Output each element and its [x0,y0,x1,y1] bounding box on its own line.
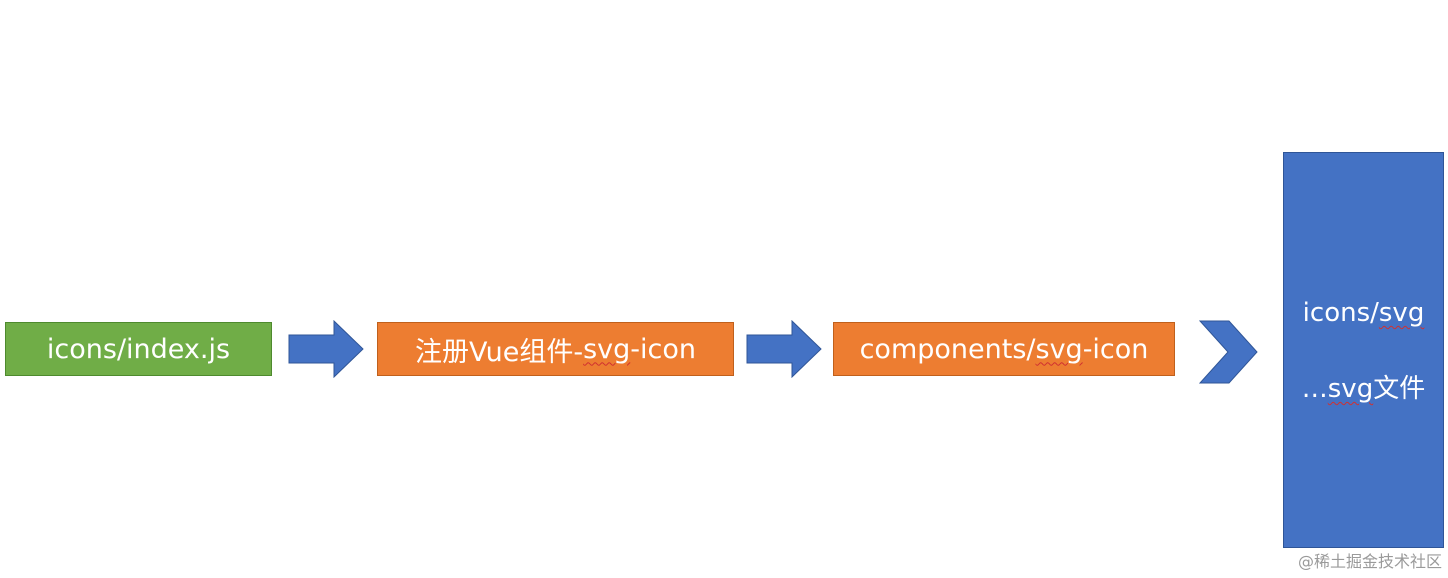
arrow-shape [746,320,822,378]
node-folder-line2-suffix: 文件 [1373,374,1426,404]
node-register-label-prefix: 注册Vue组件- [414,336,584,368]
node-icons-index-js-label: icons/index.js [46,333,231,365]
arrow-index-to-register-icon [288,320,364,378]
node-components-label-suffix: -icon [1082,333,1149,365]
node-folder-line1-svg: svg [1378,298,1425,328]
node-register-label-svg: svg [583,333,631,365]
node-components-label-prefix: components/ [859,333,1036,365]
arrow-shape [288,320,364,378]
node-folder-line2-svg: svg [1327,374,1374,404]
arrow-register-to-components-icon [746,320,822,378]
node-folder-line2-prefix: … [1301,374,1328,404]
node-components-label-svg: svg [1035,333,1083,365]
chevron-shape [1199,320,1258,384]
node-folder-line2: …svg文件 [1302,368,1425,405]
chevron-components-to-folder-icon [1199,320,1258,384]
node-register-label-suffix: -icon [630,333,697,365]
node-folder-line1-prefix: icons/ [1302,298,1379,328]
node-icons-svg-folder: icons/svg …svg文件 [1283,152,1444,548]
watermark: @稀土掘金技术社区 [1297,552,1442,571]
node-icons-index-js: icons/index.js [5,322,272,376]
node-components-svg-icon: components/svg-icon [833,322,1175,376]
node-register-vue-component: 注册Vue组件-svg-icon [377,322,734,376]
node-folder-line1: icons/svg [1303,298,1425,328]
